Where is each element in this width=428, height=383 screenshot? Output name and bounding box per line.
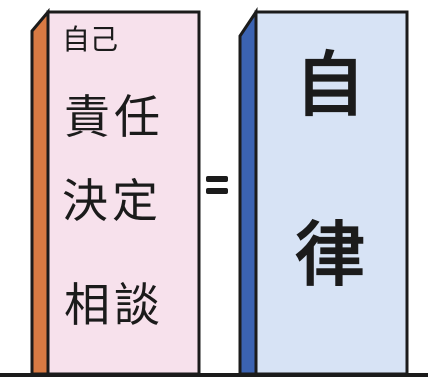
left-pillar-text-responsibility: 責任: [64, 90, 164, 144]
right-pillar-text-self: 自: [295, 44, 365, 126]
equals-sign-shape: [206, 176, 228, 194]
right-pillar-side: [238, 7, 258, 376]
equals-sign: =: [206, 168, 229, 196]
left-pillar-side: [30, 7, 50, 376]
left-pillar-text-decision: 決定: [62, 174, 162, 228]
left-pillar-text-consultation: 相談: [64, 278, 164, 332]
left-pillar-face: [46, 10, 201, 376]
left-pillar: [30, 7, 201, 376]
left-pillar-text-self: 自己: [62, 23, 119, 56]
right-pillar-text-law: 律: [295, 214, 365, 296]
